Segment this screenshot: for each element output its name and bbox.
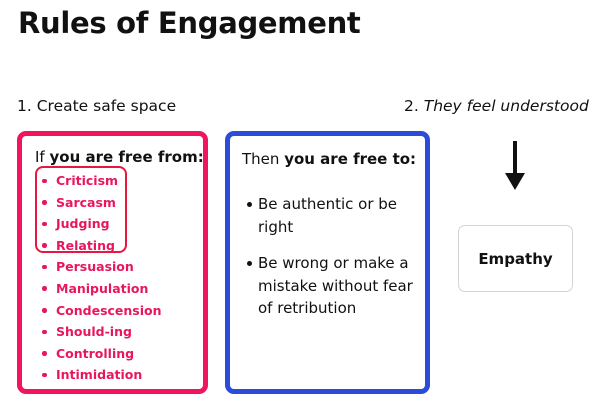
- highlighted-items-outline: [35, 166, 127, 253]
- list-item: Criticism: [42, 170, 162, 192]
- free-from-list: Criticism Sarcasm Judging Relating Persu…: [42, 170, 162, 386]
- free-to-heading-bold: you are free to:: [284, 150, 417, 168]
- page-title: Rules of Engagement: [18, 6, 361, 40]
- list-item: Relating: [42, 235, 162, 257]
- list-item: Should-ing: [42, 321, 162, 343]
- list-item: Manipulation: [42, 278, 162, 300]
- list-item: Persuasion: [42, 256, 162, 278]
- step-2-text: They feel understood: [423, 97, 589, 115]
- free-from-heading-bold: you are free from:: [49, 148, 204, 166]
- list-item: Intimidation: [42, 364, 162, 386]
- free-to-heading: Then you are free to:: [242, 150, 416, 168]
- free-from-heading-prefix: If: [35, 148, 50, 166]
- list-item: Judging: [42, 213, 162, 235]
- free-from-heading: If you are free from:: [35, 148, 204, 166]
- step-2-number: 2.: [404, 97, 419, 115]
- empathy-box: Empathy: [458, 225, 573, 292]
- free-to-heading-prefix: Then: [242, 150, 285, 168]
- step-1-label: 1. Create safe space: [17, 97, 177, 115]
- list-item: Condescension: [42, 300, 162, 322]
- step-2-label: 2. They feel understood: [404, 97, 589, 115]
- list-item: Be authentic or be right: [246, 193, 418, 238]
- free-to-box: Then you are free to: Be authentic or be…: [225, 131, 430, 394]
- list-item: Controlling: [42, 343, 162, 365]
- empathy-label: Empathy: [478, 249, 553, 268]
- list-item: Be wrong or make a mistake without fear …: [246, 252, 418, 320]
- free-to-list: Be authentic or be right Be wrong or mak…: [246, 193, 418, 334]
- list-item: Sarcasm: [42, 192, 162, 214]
- arrow-down-icon: [505, 141, 525, 190]
- free-from-box: If you are free from: Criticism Sarcasm …: [17, 131, 208, 394]
